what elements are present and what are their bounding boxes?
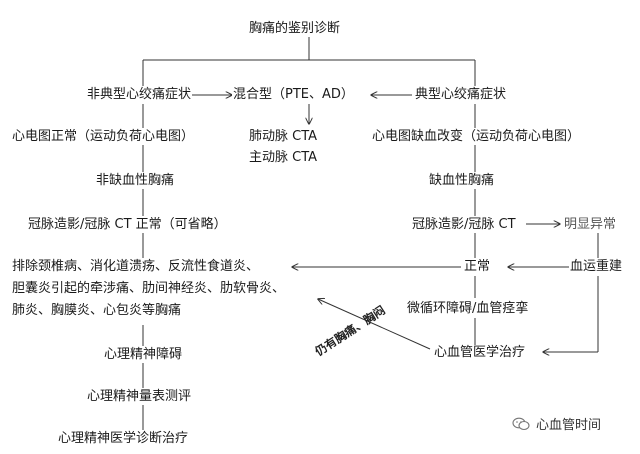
ecg-normal: 心电图正常（运动负荷心电图） <box>11 129 196 145</box>
exclusion-line-3: 肺炎、胸膜炎、心包炎等胸痛 <box>12 303 182 318</box>
obvious-abnormal: 明显异常 <box>563 217 618 233</box>
psych-disorder: 心理精神障碍 <box>103 347 184 363</box>
exclusion-line-2: 胆囊炎引起的牵涉痛、肋间神经炎、肋软骨炎、 <box>12 281 286 296</box>
atypical-angina: 非典型心绞痛症状 <box>86 87 193 103</box>
non-ischemic-pain: 非缺血性胸痛 <box>95 173 176 189</box>
psych-assessment: 心理精神量表测评 <box>86 389 193 405</box>
chat-bubble-icon <box>512 417 530 430</box>
mixed-type: 混合型（PTE、AD） <box>232 87 355 103</box>
aortic-cta: 主动脉 CTA <box>249 150 318 165</box>
diagram-title: 胸痛的鉴别诊断 <box>248 21 342 37</box>
arrow-treatment-to-exclusion <box>318 299 431 350</box>
ischemic-pain: 缺血性胸痛 <box>428 173 496 189</box>
microcirculation: 微循环障碍/血管痉挛 <box>406 301 530 317</box>
psych-treatment: 心理精神医学诊断治疗 <box>57 431 190 447</box>
angio-normal: 冠脉造影/冠脉 CT 正常（可省略） <box>27 217 228 233</box>
cardio-treatment: 心血管医学治疗 <box>433 345 527 361</box>
pulmonary-cta: 肺动脉 CTA <box>249 129 318 144</box>
ecg-ischemia: 心电图缺血改变（运动负荷心电图） <box>371 129 582 145</box>
exclusion-line-1: 排除颈椎病、消化道溃疡、反流性食道炎、 <box>12 259 260 274</box>
watermark-text: 心血管时间 <box>536 418 602 433</box>
angio: 冠脉造影/冠脉 CT <box>411 217 517 233</box>
normal: 正常 <box>463 259 492 275</box>
watermark: 心血管时间 <box>512 414 601 433</box>
revascularization: 血运重建 <box>569 259 624 275</box>
typical-angina: 典型心绞痛症状 <box>414 87 508 103</box>
